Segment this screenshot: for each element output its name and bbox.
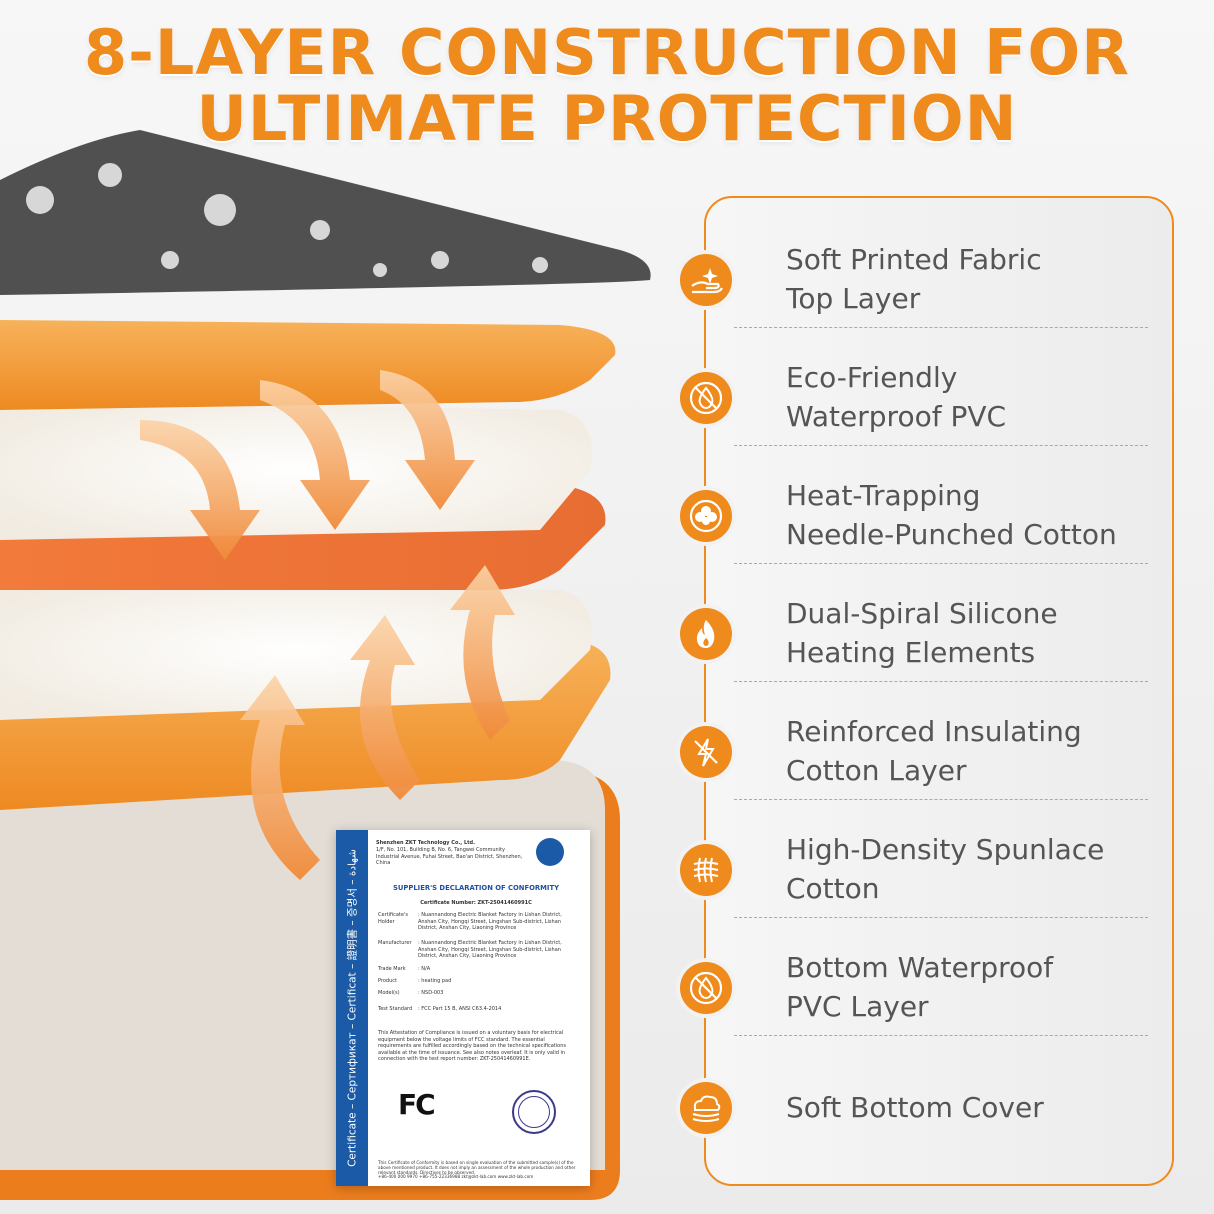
divider xyxy=(734,917,1148,918)
divider xyxy=(734,799,1148,800)
divider xyxy=(734,445,1148,446)
certificate-number: Certificate Number: ZKT-25041460991C xyxy=(420,900,532,906)
certificate-company: Shenzhen ZKT Technology Co., Ltd. xyxy=(376,840,476,846)
certificate-row: Test Standard: FCC Part 15 B, ANSI C63.4… xyxy=(378,1006,502,1012)
heat-arrows-down xyxy=(140,370,475,560)
certificate-side-band: Certificate – Сертификат – Certificat – … xyxy=(336,830,368,1186)
feature-line-1: Bottom Waterproof xyxy=(786,951,1054,984)
divider xyxy=(734,681,1148,682)
spunlace-cotton-layer xyxy=(0,580,592,720)
feature-line-2: Cotton Layer xyxy=(786,754,967,787)
feature-item: Eco-Friendly Waterproof PVC xyxy=(680,328,1176,446)
divider xyxy=(734,327,1148,328)
hand-sparkle-icon xyxy=(680,254,732,306)
title-line-1: 8-LAYER CONSTRUCTION FOR xyxy=(84,16,1130,89)
feature-line-2: Waterproof PVC xyxy=(786,400,1007,433)
page-title: 8-LAYER CONSTRUCTION FOR ULTIMATE PROTEC… xyxy=(0,20,1214,152)
title-line-2: ULTIMATE PROTECTION xyxy=(196,82,1018,155)
certificate-contacts: +86-400 000 9970 +86-755-22336988 zkt@zk… xyxy=(378,1174,534,1179)
certificate-address: 1/F, No. 101, Building B, No. 6, Tangwei… xyxy=(376,847,523,866)
certificate-heading: SUPPLIER'S DECLARATION OF CONFORMITY xyxy=(392,884,560,892)
feature-item: Soft Bottom Cover xyxy=(680,1036,1176,1154)
feature-line-1: Reinforced Insulating xyxy=(786,715,1082,748)
no-electricity-icon xyxy=(680,726,732,778)
feature-line-1: Heat-Trapping xyxy=(786,479,981,512)
certificate-footer: This Certificate of Conformity is based … xyxy=(378,1160,576,1176)
certificate-row: Manufacturer: Nuannandong Electric Blank… xyxy=(378,940,562,959)
feature-item: Heat-Trapping Needle-Punched Cotton xyxy=(680,446,1176,564)
feature-line-1: Eco-Friendly xyxy=(786,361,958,394)
cloud-layers-icon xyxy=(680,1082,732,1134)
mesh-grid-icon xyxy=(680,844,732,896)
cotton-flower-icon xyxy=(680,490,732,542)
feature-item: Dual-Spiral Silicone Heating Elements xyxy=(680,564,1176,682)
feature-item: High-Density Spunlace Cotton xyxy=(680,800,1176,918)
feature-line-1: Soft Printed Fabric xyxy=(786,243,1042,276)
feature-line-2: Top Layer xyxy=(786,282,921,315)
heat-arrows-up xyxy=(240,565,515,880)
waterproof-drop-icon xyxy=(680,962,732,1014)
fcc-logo: FC xyxy=(398,1088,436,1121)
zkt-logo-icon xyxy=(536,838,564,866)
certificate-statement: This Attestation of Compliance is issued… xyxy=(378,1030,566,1062)
certificate-seal-icon xyxy=(512,1090,556,1134)
conformity-certificate: Certificate – Сертификат – Certificat – … xyxy=(336,830,590,1186)
features-panel: Soft Printed Fabric Top Layer Eco-Friend… xyxy=(680,196,1176,1186)
certificate-side-text: Certificate – Сертификат – Certificat – … xyxy=(346,849,359,1167)
feature-line-1: Soft Bottom Cover xyxy=(786,1091,1044,1124)
top-fabric-layer xyxy=(0,130,651,295)
feature-line-2: Cotton xyxy=(786,872,880,905)
feature-line-2: Needle-Punched Cotton xyxy=(786,518,1117,551)
feature-item: Reinforced Insulating Cotton Layer xyxy=(680,682,1176,800)
certificate-row: Model(s): NSD-003 xyxy=(378,990,444,996)
feature-line-2: Heating Elements xyxy=(786,636,1036,669)
feature-line-2: PVC Layer xyxy=(786,990,929,1023)
certificate-row: Certificate's Holder: Nuannandong Electr… xyxy=(378,912,562,931)
feature-item: Soft Printed Fabric Top Layer xyxy=(680,210,1176,328)
eco-pvc-layer xyxy=(0,320,616,410)
certificate-row: Product: heating pad xyxy=(378,978,452,984)
flame-icon xyxy=(680,608,732,660)
waterproof-drop-icon xyxy=(680,372,732,424)
certificate-row: Trade Mark: N/A xyxy=(378,966,431,972)
feature-line-1: Dual-Spiral Silicone xyxy=(786,597,1058,630)
divider xyxy=(734,563,1148,564)
feature-line-1: High-Density Spunlace xyxy=(786,833,1105,866)
feature-item: Bottom Waterproof PVC Layer xyxy=(680,918,1176,1036)
divider xyxy=(734,1035,1148,1036)
